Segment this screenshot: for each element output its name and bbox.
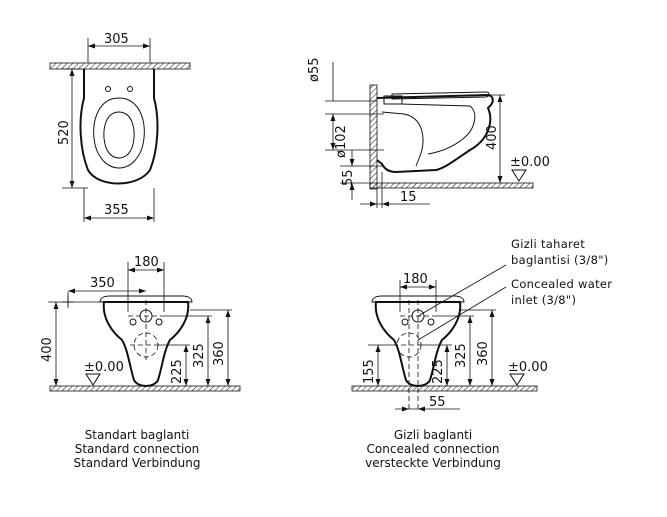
con-dim-225: 225 (431, 359, 446, 384)
leader-inlet (417, 286, 507, 341)
con-dim-180: 180 (403, 272, 428, 287)
top-wall (49, 62, 191, 70)
leader-bidet (417, 264, 507, 317)
notes: Gizli taharet baglantisi (3/8") Conceale… (511, 237, 612, 307)
caption-standard-en: Standard connection (75, 442, 200, 456)
side-dim-d102: ø102 (334, 125, 349, 158)
caption-standard-tr: Standart baglanti (85, 428, 190, 442)
side-inner (399, 103, 476, 155)
std-dim-325: 325 (192, 343, 207, 368)
std-bolt-left (129, 318, 137, 326)
top-bowl-outline (79, 69, 159, 185)
side-floor (369, 182, 534, 189)
top-dim-355: 355 (104, 203, 129, 218)
con-floor (351, 385, 538, 392)
side-dim-55: 55 (341, 169, 356, 186)
top-seat-inner (103, 111, 135, 159)
std-bowl-outline (102, 301, 190, 387)
top-seat-outer (93, 97, 145, 169)
std-dim-225: 225 (170, 359, 185, 384)
caption-concealed-en: Concealed connection (367, 442, 500, 456)
top-dim-520: 520 (57, 120, 72, 145)
standard-front-view: 180 350 400 225 325 360 ±0.00 (40, 255, 241, 392)
note-inlet-line2: inlet (3/8") (511, 293, 576, 307)
con-dim-360: 360 (476, 341, 491, 366)
std-dim-400: 400 (40, 337, 55, 362)
con-bowl-outline (374, 301, 462, 387)
top-fix-hole-right (127, 86, 133, 92)
side-trap (381, 111, 424, 167)
con-bolt-right (427, 318, 435, 326)
top-dim-305: 305 (104, 32, 129, 47)
caption-concealed-de: versteckte Verbindung (365, 456, 501, 470)
note-inlet-line1: Concealed water (511, 277, 612, 291)
side-seat (391, 91, 490, 100)
con-dim-55: 55 (429, 395, 446, 410)
side-inlet (383, 95, 403, 105)
side-level: ±0.00 (510, 155, 550, 170)
caption-concealed-tr: Gizli baglanti (394, 428, 472, 442)
con-dim-325: 325 (454, 343, 469, 368)
con-dim-155: 155 (362, 359, 377, 384)
con-bolt-left (401, 318, 409, 326)
con-level: ±0.00 (508, 360, 548, 375)
std-dim-350: 350 (90, 276, 115, 291)
side-wall (369, 84, 378, 190)
captions: Standart baglanti Standard connection St… (73, 428, 500, 470)
top-view: 305 520 355 (49, 32, 191, 222)
con-rim (371, 295, 465, 303)
std-dim-360: 360 (212, 341, 227, 366)
side-dim-15: 15 (400, 190, 417, 205)
side-view: ø55 ø102 55 15 400 ±0.00 (307, 58, 550, 208)
note-bidet-line2: baglantisi (3/8") (511, 253, 609, 267)
std-level: ±0.00 (84, 360, 124, 375)
caption-standard-de: Standard Verbindung (73, 456, 200, 470)
top-fix-hole-left (105, 86, 111, 92)
std-bolt-right (155, 318, 163, 326)
side-dim-400: 400 (485, 125, 500, 150)
side-dim-d55: ø55 (307, 58, 322, 83)
std-rim (99, 295, 193, 303)
concealed-front-view: 180 155 225 325 360 55 ±0.00 (351, 264, 548, 412)
std-dim-180: 180 (134, 255, 159, 270)
side-bowl-profile (376, 93, 494, 174)
note-bidet-line1: Gizli taharet (511, 237, 585, 251)
